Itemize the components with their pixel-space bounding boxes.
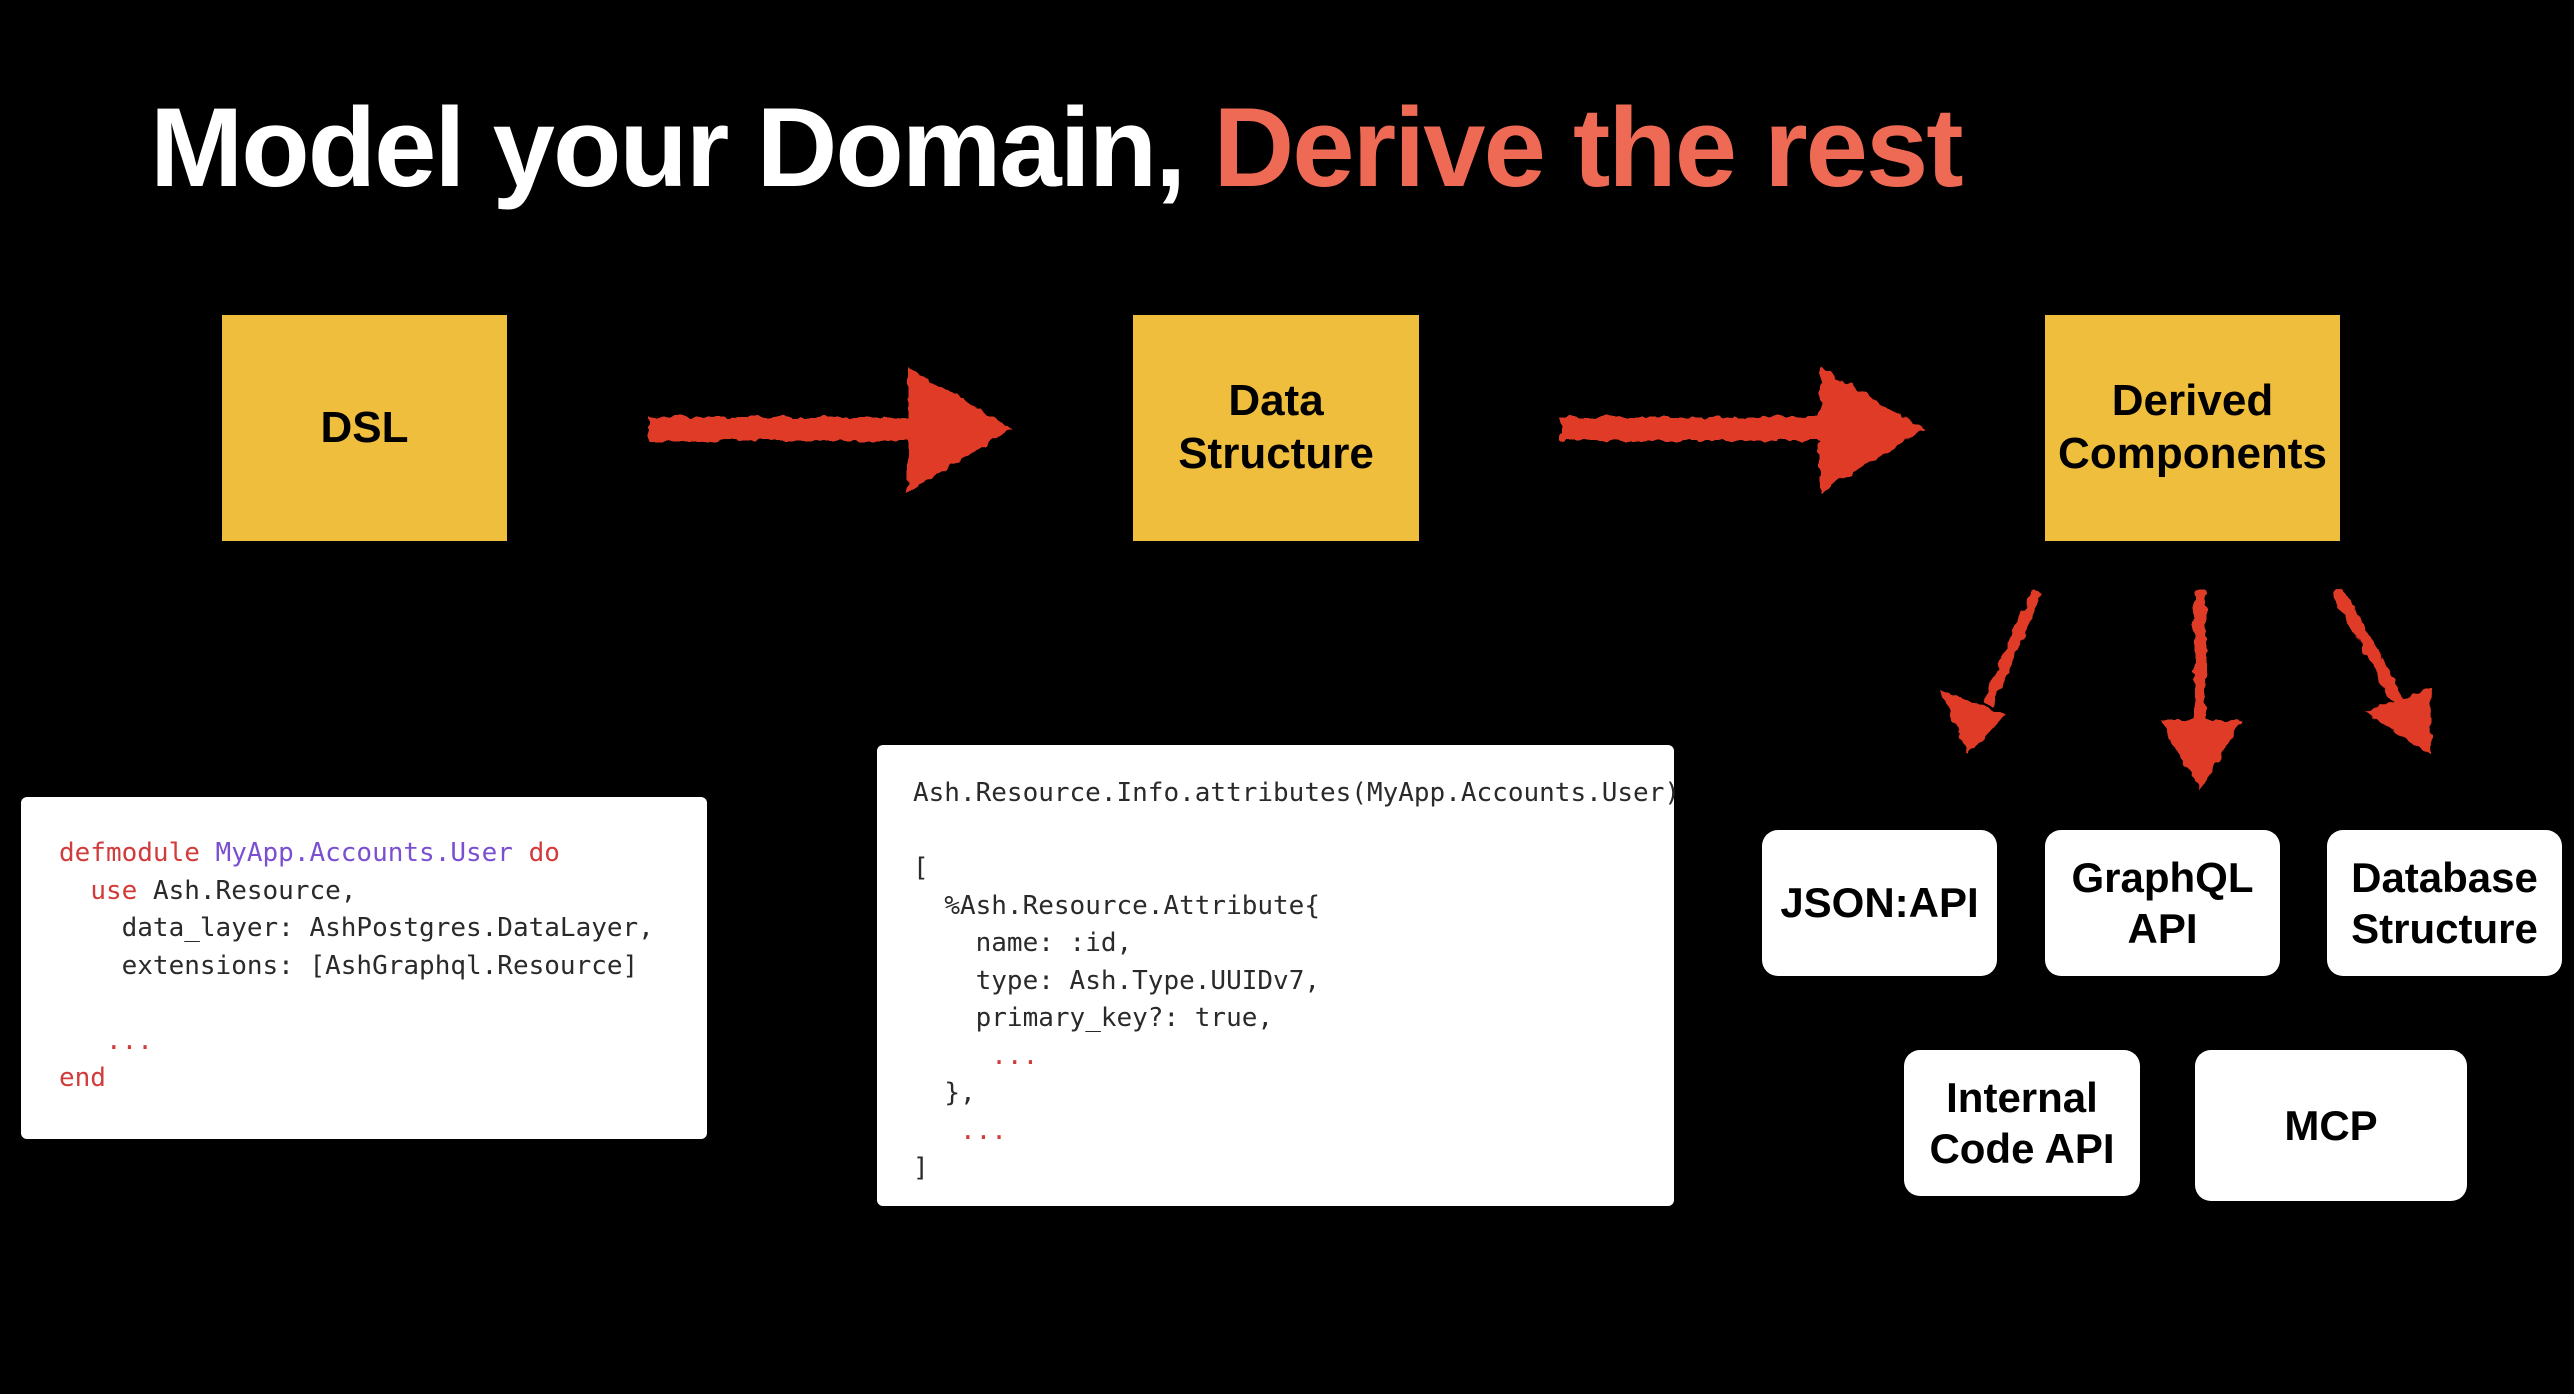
code-line: [: [913, 850, 1674, 888]
database-structure-box: Database Structure: [2327, 830, 2562, 976]
code-line: %Ash.Resource.Attribute{: [913, 888, 1674, 926]
code-line: },: [913, 1075, 1674, 1113]
ellipsis: ...: [991, 1040, 1039, 1071]
code-line-blank: [913, 813, 1674, 851]
code-line: extensions: [AshGraphql.Resource]: [59, 948, 707, 986]
field-primary-key: primary_key?: true,: [975, 1003, 1274, 1033]
json-api-box: JSON:API: [1762, 830, 1997, 976]
list-close: ]: [913, 1153, 929, 1183]
arrow-to-graphql-icon: [2160, 589, 2242, 790]
code-line: defmodule MyApp.Accounts.User do: [59, 835, 707, 873]
derived-components-box: Derived Components: [2045, 315, 2340, 541]
list-open: [: [913, 853, 929, 883]
mcp-box: MCP: [2195, 1050, 2467, 1201]
keyword-do: do: [528, 838, 560, 868]
code-line: end: [59, 1060, 707, 1098]
code-line: Ash.Resource.Info.attributes(MyApp.Accou…: [913, 775, 1680, 813]
field-name: name: :id,: [975, 928, 1133, 958]
use-target: Ash.Resource,: [152, 875, 357, 906]
arrow-dsl-to-data-icon: [648, 367, 1012, 493]
title-part-derive: Derive the rest: [1213, 85, 1963, 210]
data-structure-code-panel: Ash.Resource.Info.attributes(MyApp.Accou…: [877, 745, 1680, 1206]
code-line: use Ash.Resource,: [59, 873, 707, 911]
extensions-option: extensions: [AshGraphql.Resource]: [121, 950, 639, 981]
arrow-to-database-icon: [2334, 589, 2432, 755]
code-line: primary_key?: true,: [913, 1000, 1674, 1038]
code-line: name: :id,: [913, 925, 1674, 963]
ellipsis: ...: [959, 1115, 1007, 1146]
module-name: MyApp.Accounts.User: [215, 838, 513, 868]
code-line: data_layer: AshPostgres.DataLayer,: [59, 910, 707, 948]
keyword-use: use: [90, 875, 138, 906]
dsl-code-panel: defmodule MyApp.Accounts.User do use Ash…: [21, 797, 707, 1139]
code-line-blank: [59, 985, 707, 1023]
arrow-data-to-derived-icon: [1560, 367, 1924, 493]
code-line: ]: [913, 1150, 1674, 1188]
data-layer-option: data_layer: AshPostgres.DataLayer,: [121, 913, 654, 943]
title-part-model: Model your Domain,: [150, 85, 1214, 210]
code-line: ...: [913, 1113, 1674, 1151]
keyword-defmodule: defmodule: [59, 838, 200, 868]
ellipsis: ...: [105, 1025, 153, 1056]
dsl-box: DSL: [222, 315, 507, 541]
attributes-call: Ash.Resource.Info.attributes(MyApp.Accou…: [913, 778, 1681, 808]
graphql-api-box: GraphQL API: [2045, 830, 2280, 976]
keyword-end: end: [59, 1063, 106, 1093]
code-line: ...: [59, 1023, 707, 1061]
page-title: Model your Domain, Derive the rest: [150, 92, 1964, 204]
struct-open: %Ash.Resource.Attribute{: [944, 890, 1320, 921]
arrow-to-json-api-icon: [1940, 589, 2041, 755]
struct-close: },: [944, 1078, 976, 1108]
data-structure-box: Data Structure: [1133, 315, 1419, 541]
code-line: type: Ash.Type.UUIDv7,: [913, 963, 1674, 1001]
field-type: type: Ash.Type.UUIDv7,: [975, 965, 1320, 996]
internal-code-api-box: Internal Code API: [1904, 1050, 2140, 1196]
code-line: ...: [913, 1038, 1674, 1076]
